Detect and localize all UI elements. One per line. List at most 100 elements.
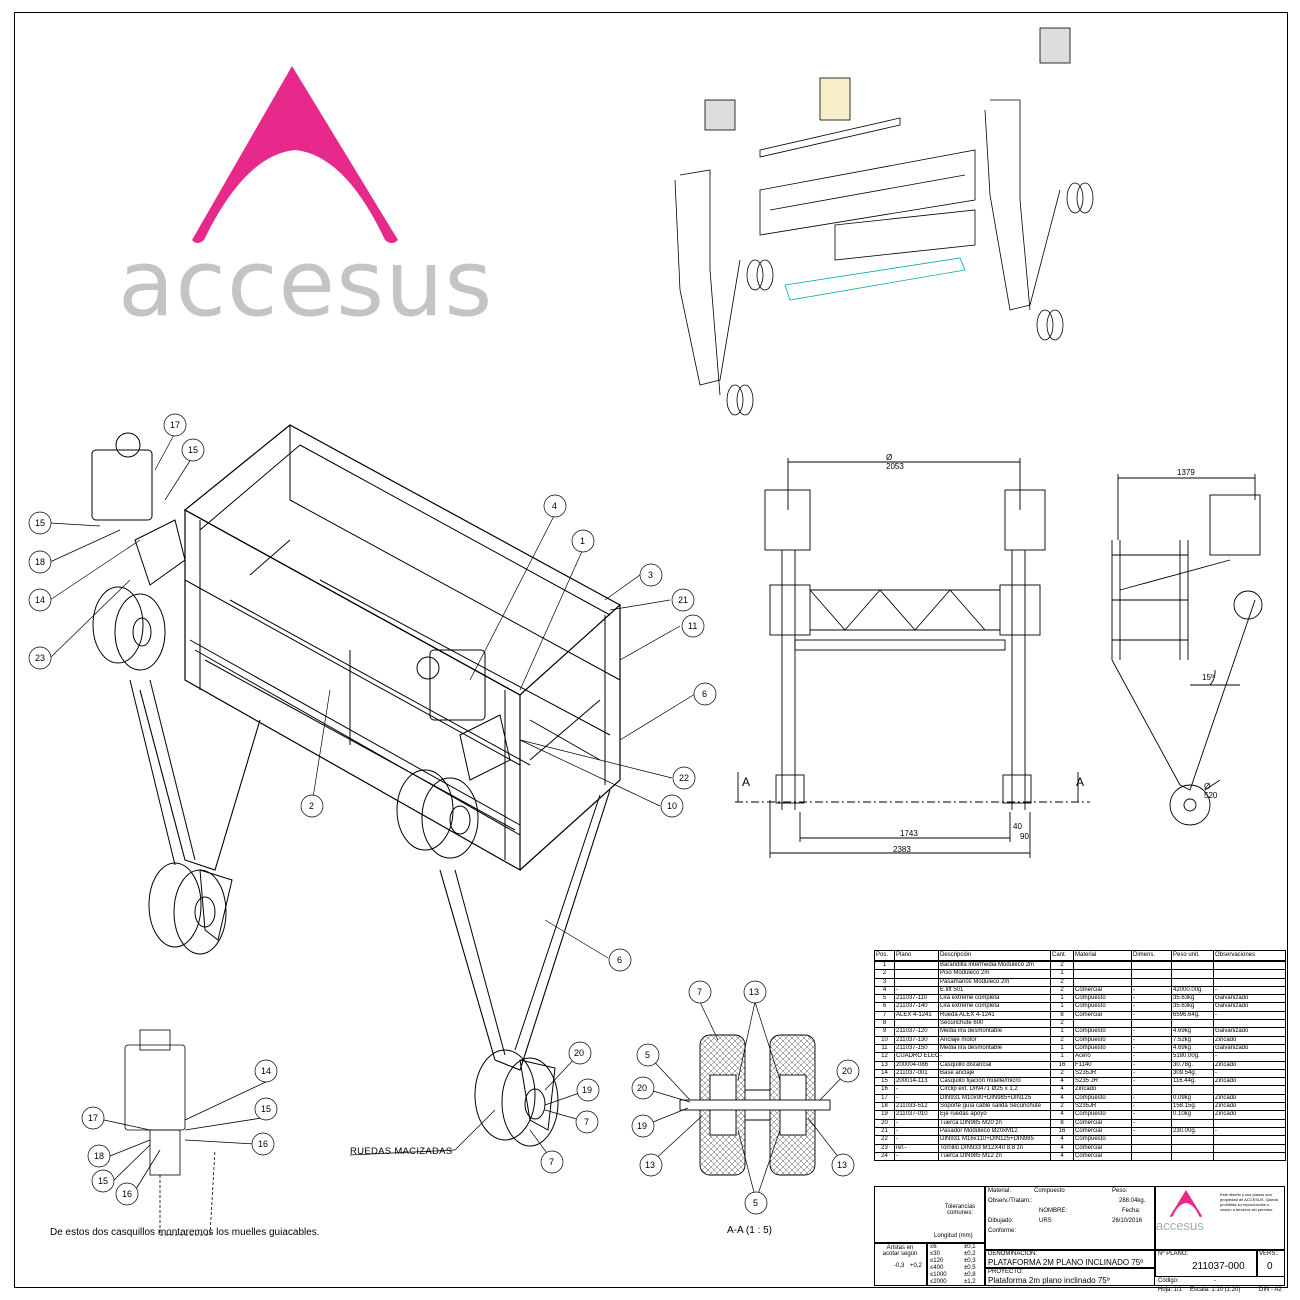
bom-cell: Barandilla intermedia Moduleco 2m bbox=[938, 960, 1051, 971]
callout: 17 bbox=[170, 420, 181, 430]
tb-tol-val: ±0,1 bbox=[964, 1244, 976, 1250]
tb-denominacion-label: DENOMINACIÓN: bbox=[988, 1251, 1038, 1257]
bom-cell: S235 JR bbox=[1073, 1077, 1132, 1087]
bom-cell: 17 bbox=[874, 1093, 895, 1104]
bom-cell: - bbox=[1131, 1052, 1172, 1062]
bom-cell: - bbox=[1213, 1052, 1286, 1062]
bom-cell bbox=[1131, 1143, 1172, 1153]
bom-cell: Eje ruedas apoyo bbox=[938, 1110, 1051, 1120]
tb-tol-val: ±1,2 bbox=[964, 1279, 976, 1285]
bom-col-header: Dimens. bbox=[1131, 950, 1172, 961]
callout: 11 bbox=[688, 621, 698, 631]
callout: 16 bbox=[258, 1139, 269, 1149]
bom-cell: Pasamanos Moduleco 2m bbox=[938, 977, 1051, 987]
bom-col-header: Descripción bbox=[938, 950, 1051, 961]
bom-cell: Galvanizado bbox=[1213, 994, 1286, 1004]
tb-hoja: Hoja: 1/1 bbox=[1158, 1287, 1183, 1293]
bom-cell: Pasador Moduleco Ø20xM12 bbox=[938, 1126, 1051, 1137]
tb-tol-range: ≤30 bbox=[930, 1251, 940, 1257]
bom-cell: Comercial bbox=[1073, 1126, 1132, 1137]
tb-dibujado-val: URS bbox=[1039, 1218, 1052, 1224]
bom-cell: - bbox=[1131, 1110, 1172, 1120]
bom-cell: Soporte guía cable salida Securichute bbox=[938, 1102, 1051, 1112]
bom-cell: 2 bbox=[1050, 977, 1074, 987]
bom-cell: Compuesto bbox=[1073, 1135, 1132, 1145]
bom-cell: Media lira desmontable bbox=[938, 1043, 1051, 1054]
section-title: A-A (1 : 5) bbox=[727, 1225, 773, 1236]
tb-vers bbox=[1257, 1250, 1285, 1277]
tb-tolerancias: Tolerancias comunes: bbox=[944, 1204, 976, 1216]
callout: 19 bbox=[582, 1085, 593, 1095]
tb-material: Compuesto bbox=[1034, 1188, 1065, 1194]
bom-cell: 4.69kg bbox=[1171, 1043, 1214, 1054]
tb-tolerance-box bbox=[874, 1186, 985, 1243]
bom-cell bbox=[1131, 969, 1172, 979]
bom-cell: 2 bbox=[1050, 985, 1074, 996]
bom-cell: 3 bbox=[874, 977, 895, 987]
bom-cell: 14 bbox=[874, 1068, 895, 1079]
bom-cell: 2 bbox=[1050, 1068, 1074, 1079]
bom-cell: 16 bbox=[874, 1085, 895, 1095]
callout: 13 bbox=[837, 1160, 848, 1170]
section-mark-right: A bbox=[1076, 775, 1085, 789]
bom-cell bbox=[1171, 1085, 1214, 1095]
bom-col-header: Pos. bbox=[874, 950, 895, 961]
bom-cell bbox=[1131, 977, 1172, 987]
bom-cell: 211037-150 bbox=[894, 1043, 939, 1054]
tb-material-label: Material: bbox=[988, 1188, 1012, 1194]
tb-vers-val: 0 bbox=[1267, 1261, 1273, 1272]
bom-cell bbox=[1171, 1143, 1214, 1153]
bom-cell: 0.10kg bbox=[1171, 1110, 1214, 1120]
bom-cell: 6596.64g. bbox=[1171, 1010, 1214, 1021]
callout: 15 bbox=[261, 1104, 272, 1114]
bom-cell: 2 bbox=[1050, 1102, 1074, 1112]
callout: 13 bbox=[645, 1160, 656, 1170]
bom-cell: - bbox=[1131, 1043, 1172, 1054]
bom-cell: Tuerca DIN985 M12 zn bbox=[938, 1151, 1051, 1162]
tb-edge-pos: +0,2 bbox=[910, 1263, 922, 1269]
tb-tol-range: ≤1000 bbox=[930, 1272, 947, 1278]
bom-cell: - bbox=[1131, 994, 1172, 1004]
bom-cell: 6 bbox=[874, 1002, 895, 1012]
callout: 22 bbox=[679, 773, 690, 783]
bom-cell: 2 bbox=[1050, 1019, 1074, 1029]
bom-cell: - bbox=[1213, 1126, 1286, 1137]
bom-cell: 309.54g. bbox=[1171, 1068, 1214, 1079]
bom-cell bbox=[1213, 1118, 1286, 1128]
tb-dibujado: Dibujado: bbox=[988, 1218, 1014, 1224]
bom-cell: - bbox=[894, 1085, 939, 1095]
bom-cell: Compuesto bbox=[1073, 1093, 1132, 1104]
bom-cell bbox=[1073, 1019, 1132, 1029]
tb-nombre: NOMBRE: bbox=[1039, 1208, 1068, 1214]
bom-cell: - bbox=[938, 1052, 1051, 1062]
bom-cell: Casquillo fijación muelle/micro bbox=[938, 1077, 1051, 1087]
bom-cell: 0.09kg bbox=[1171, 1093, 1214, 1104]
bom-cell: 2 bbox=[1050, 960, 1074, 971]
tb-codigo-val: - bbox=[1214, 1278, 1216, 1284]
bom-cell: 8 bbox=[1050, 1010, 1074, 1021]
callout: 4 bbox=[552, 501, 558, 511]
bom-cell bbox=[1213, 960, 1286, 971]
bom-cell: - bbox=[894, 1093, 939, 1104]
dim-front-small: 40 bbox=[1013, 822, 1022, 831]
tb-longitud: Longitud (mm) bbox=[934, 1233, 973, 1239]
tb-edge-neg: -0,3 bbox=[894, 1263, 905, 1269]
front-view bbox=[735, 458, 1090, 858]
bom-cell: Comercial bbox=[1073, 1010, 1132, 1021]
bom-cell: 9 bbox=[874, 1027, 895, 1037]
bom-cell: - bbox=[1213, 985, 1286, 996]
bom-cell: 21 bbox=[874, 1126, 895, 1137]
bom-cell: - bbox=[1131, 1126, 1172, 1137]
tb-tol-val: ±0,3 bbox=[964, 1258, 976, 1264]
detail-view bbox=[103, 1029, 271, 1236]
bom-cell: Media lira desmontable bbox=[938, 1027, 1051, 1037]
